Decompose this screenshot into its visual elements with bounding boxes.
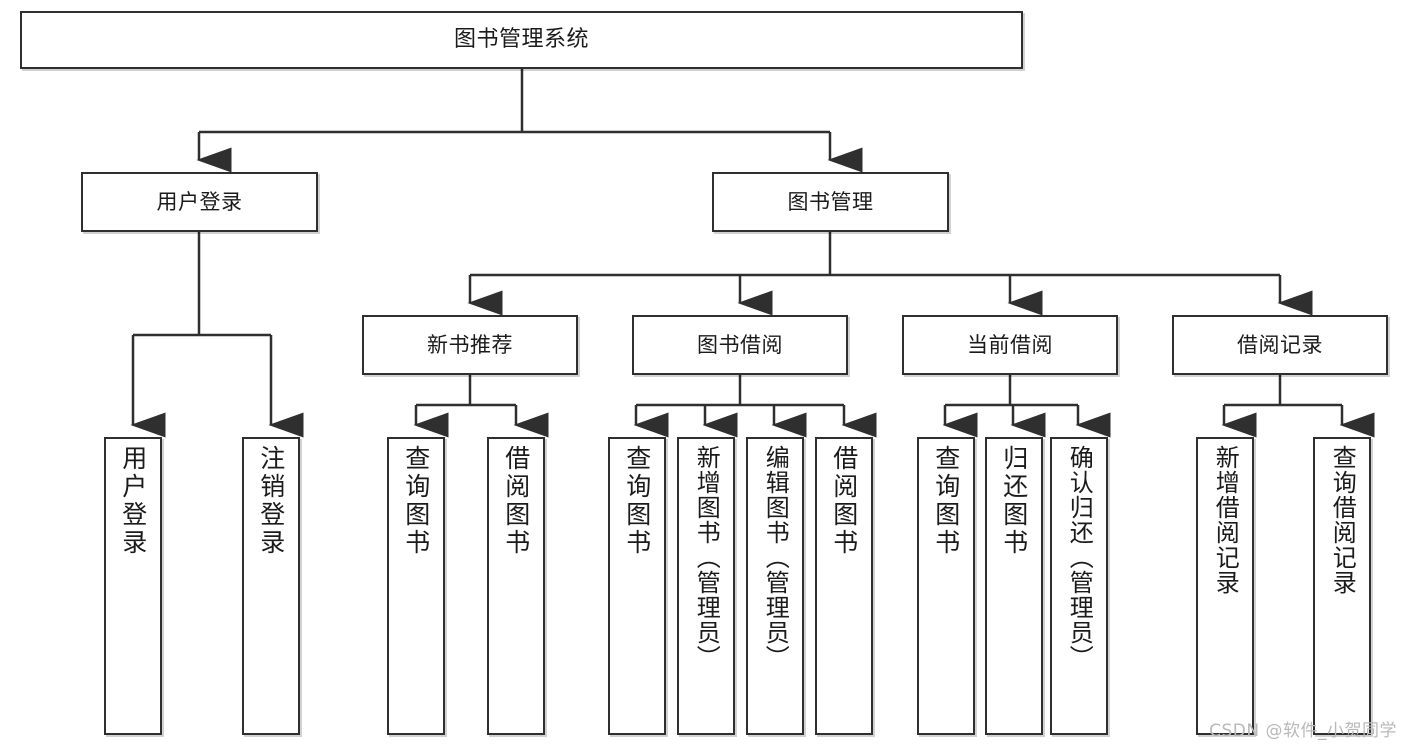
node-leaf-query-book-2[interactable]: 查询图书 [608, 437, 666, 735]
node-label: 图书管理系统 [453, 27, 589, 53]
node-current-borrow[interactable]: 当前借阅 [902, 315, 1118, 375]
node-label: 用户登录 [156, 189, 243, 214]
node-leaf-query-book-3[interactable]: 查询图书 [917, 437, 975, 735]
node-leaf-add-record[interactable]: 新增借阅记录 [1196, 437, 1254, 735]
node-label: 编辑图书（管理员） [761, 445, 790, 670]
node-label: 新增图书（管理员） [692, 445, 721, 670]
node-leaf-borrow-book-2[interactable]: 借阅图书 [815, 437, 873, 735]
node-leaf-add-book[interactable]: 新增图书（管理员） [677, 437, 735, 735]
node-label: 查询图书 [401, 445, 431, 557]
node-label: 新增借阅记录 [1211, 445, 1240, 595]
node-label: 查询借阅记录 [1328, 445, 1357, 595]
node-label: 注销登录 [256, 445, 286, 557]
node-book-borrow[interactable]: 图书借阅 [632, 315, 848, 375]
node-book-manage[interactable]: 图书管理 [712, 172, 949, 232]
node-leaf-query-record[interactable]: 查询借阅记录 [1313, 437, 1371, 735]
watermark: CSDN @软件_小贺同学 [1209, 721, 1397, 741]
node-label: 图书管理 [787, 189, 874, 214]
node-label: 确认归还（管理员） [1065, 445, 1094, 670]
node-borrow-record[interactable]: 借阅记录 [1172, 315, 1388, 375]
node-label: 当前借阅 [967, 332, 1053, 357]
node-new-book-recommend[interactable]: 新书推荐 [362, 315, 578, 375]
node-leaf-logout[interactable]: 注销登录 [242, 437, 300, 735]
node-root[interactable]: 图书管理系统 [20, 11, 1023, 69]
node-leaf-confirm-return[interactable]: 确认归还（管理员） [1050, 437, 1108, 735]
node-leaf-edit-book[interactable]: 编辑图书（管理员） [746, 437, 804, 735]
node-label: 用户登录 [118, 445, 148, 557]
node-leaf-borrow-book-1[interactable]: 借阅图书 [487, 437, 545, 735]
node-label: 查询图书 [622, 445, 652, 557]
node-label: 图书借阅 [697, 332, 783, 357]
node-label: 借阅图书 [829, 445, 859, 557]
node-label: 新书推荐 [427, 332, 513, 357]
node-leaf-query-book-1[interactable]: 查询图书 [387, 437, 445, 735]
node-label: 归还图书 [999, 445, 1029, 557]
node-user-login[interactable]: 用户登录 [81, 172, 318, 232]
node-label: 查询图书 [931, 445, 961, 557]
node-leaf-return-book[interactable]: 归还图书 [985, 437, 1043, 735]
node-label: 借阅图书 [501, 445, 531, 557]
node-leaf-user-login[interactable]: 用户登录 [104, 437, 162, 735]
node-label: 借阅记录 [1237, 332, 1323, 357]
